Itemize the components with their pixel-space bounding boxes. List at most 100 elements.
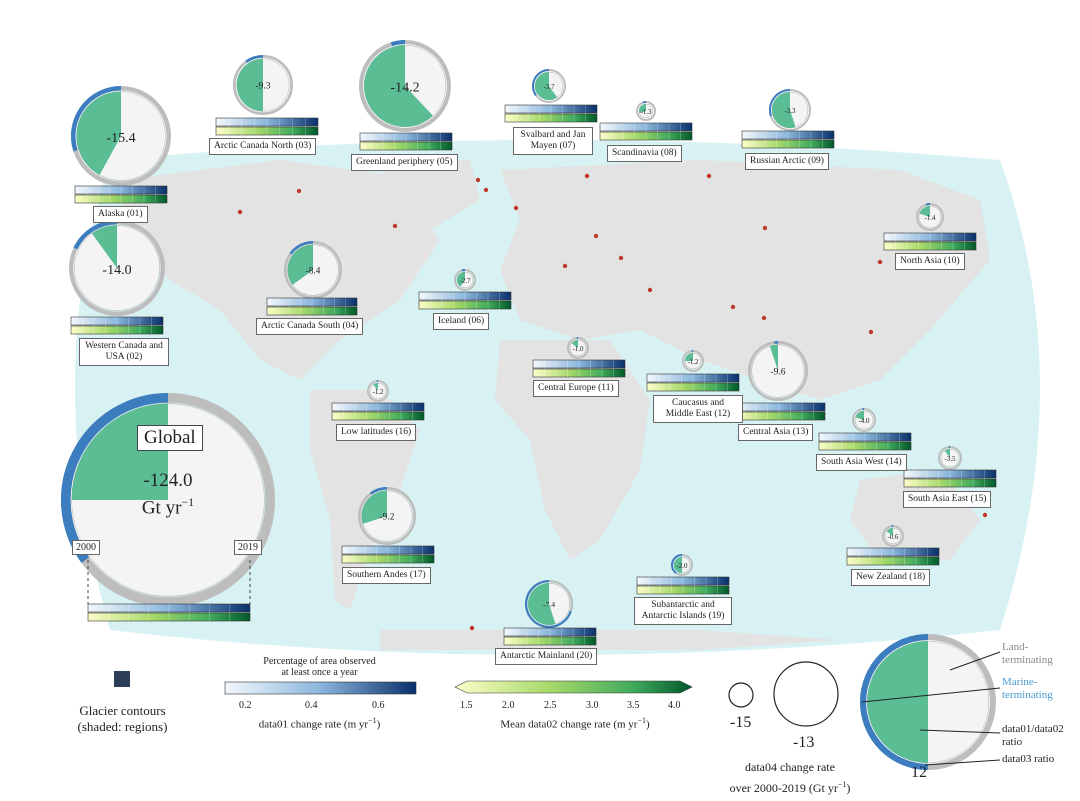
region-07-blue-bar <box>504 104 598 114</box>
region-09-value: -3.3 <box>784 107 796 115</box>
region-09-label: Russian Arctic (09) <box>745 153 829 170</box>
glacier-dot <box>584 173 590 179</box>
region-09-green-bar <box>741 139 835 149</box>
region-11-value: -1.0 <box>572 345 584 353</box>
region-05-blue-bar <box>359 132 453 142</box>
data02-title-sup: −1 <box>637 716 646 725</box>
region-14-green-bar <box>818 441 912 451</box>
region-06-bars <box>418 291 512 310</box>
region-02-blue-bar <box>70 316 164 326</box>
global-start-year-text: 2000 <box>76 542 96 553</box>
region-08-green-bar <box>599 131 693 141</box>
glacier-dot <box>762 225 768 231</box>
note-ratio: data01/data02 ratio <box>1002 723 1064 748</box>
region-13-ratio-slice <box>769 344 778 371</box>
global-blue-bar <box>87 603 251 613</box>
glacier-dot <box>868 329 874 335</box>
region-12-ratio-slice <box>685 353 693 361</box>
region-15-green-bar <box>903 478 997 488</box>
glacier-dot <box>483 187 489 193</box>
glacier-dot <box>982 512 988 518</box>
region-03-marine-ring <box>245 55 264 63</box>
region-15-ratio-slice <box>944 449 950 458</box>
legend-pie <box>859 633 997 771</box>
note-data03: data03 ratio <box>1002 753 1055 765</box>
leader-ratio <box>919 729 1001 734</box>
region-02-label: Western Canada and USA (02) <box>79 338 169 366</box>
region-04-green-bar <box>266 306 358 316</box>
legend-ratio-slice <box>867 641 928 763</box>
region-19-value: -2.0 <box>676 562 688 570</box>
region-19-pie <box>671 554 693 576</box>
region-03-label: Arctic Canada North (03) <box>209 138 317 155</box>
region-19-label: Subantarctic and Antarctic Islands (19) <box>634 597 732 625</box>
region-14-bars <box>818 432 912 451</box>
region-08-pie <box>636 101 656 121</box>
region-19-green-bar <box>636 585 730 595</box>
data01-tick-1: 0.4 <box>305 700 318 711</box>
region-20-blue-bar <box>503 627 597 637</box>
region-16-bars <box>331 402 425 421</box>
region-19-marine-ring <box>671 554 683 574</box>
region-10-ratio-slice <box>919 206 930 217</box>
glacier-dot <box>761 315 767 321</box>
region-12-label: Caucasus and Middle East (12) <box>653 395 743 423</box>
region-05-pie <box>359 39 452 133</box>
region-06-green-bar <box>418 300 512 310</box>
region-04-pie <box>283 240 342 299</box>
region-20-green-bar <box>503 636 597 646</box>
region-20-marine-ring <box>525 580 572 628</box>
region-19-bars <box>636 576 730 595</box>
global-end-year: 2019 <box>234 540 262 555</box>
region-16-ratio-slice <box>373 383 378 391</box>
contours-legend-title: Glacier contours <box>79 703 166 718</box>
region-10-label: North Asia (10) <box>895 253 965 270</box>
data01-top-line1: Percentage of area observed <box>263 656 376 667</box>
size-label-medium: -13 <box>793 734 815 751</box>
data01-tick-2: 0.6 <box>372 700 385 711</box>
region-20-ratio-slice <box>528 583 556 625</box>
region-17-marine-ring <box>369 487 388 495</box>
region-10-bars <box>883 232 977 251</box>
region-09-ratio-slice <box>771 92 796 129</box>
region-17-value: -9.2 <box>380 512 395 522</box>
note-land: Land-terminating <box>1002 641 1053 666</box>
region-10-green-bar <box>883 241 977 251</box>
region-08-label: Scandinavia (08) <box>607 145 682 162</box>
data04-title-line2: over 2000-2019 (Gt yr <box>729 781 838 795</box>
data02-title-text: Mean data02 change rate (m yr <box>500 718 638 731</box>
glacier-dot <box>562 263 568 269</box>
region-11-bars <box>532 359 626 378</box>
region-15-pie <box>938 446 962 470</box>
region-19-ratio-slice <box>674 557 682 573</box>
leader-land <box>949 651 1001 671</box>
region-02-value: -14.0 <box>102 263 131 278</box>
contours-legend-sub: (shaded: regions) <box>77 719 168 734</box>
glacier-dot <box>469 625 475 631</box>
global-pie <box>61 393 275 607</box>
region-16-pie <box>367 380 389 402</box>
region-17-label: Southern Andes (17) <box>342 567 431 584</box>
region-16-blue-bar <box>331 402 425 412</box>
size-label-large: 12 <box>911 764 927 781</box>
region-07-bars <box>504 104 598 123</box>
region-13-bars <box>732 402 826 421</box>
region-02-bars <box>70 316 164 335</box>
glacier-dot <box>296 188 302 194</box>
region-02-green-bar <box>70 325 164 335</box>
data01-title-text: data01 change rate (m yr <box>258 718 369 731</box>
region-16-label: Low latitudes (16) <box>336 424 417 441</box>
data01-title: data01 change rate (m yr−1) <box>222 716 417 731</box>
region-11-blue-bar <box>532 359 626 369</box>
region-06-value: -2.7 <box>459 277 471 285</box>
data01-title-sup: −1 <box>368 716 377 725</box>
global-value-text: -124.0 <box>143 470 193 491</box>
region-01-ratio-slice <box>76 91 121 175</box>
region-11-label: Central Europe (11) <box>533 380 619 397</box>
region-12-value: -1.2 <box>687 358 699 366</box>
data04-title-sup: −1 <box>837 780 847 789</box>
region-07-ratio-slice <box>535 72 558 101</box>
data02-tick-3: 3.0 <box>586 700 599 711</box>
region-01-marine-ring <box>71 86 122 152</box>
